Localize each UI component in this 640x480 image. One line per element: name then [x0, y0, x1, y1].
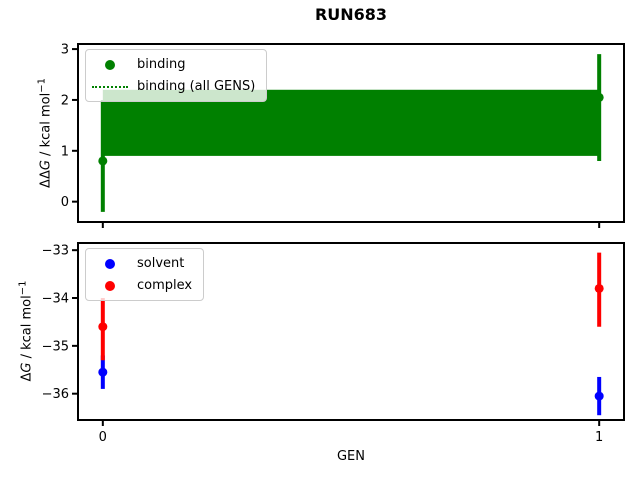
axes-spines [77, 242, 625, 421]
y-label-superscript: −1 [17, 280, 29, 296]
legend-item: binding [92, 54, 255, 75]
y-label-symbol: G [19, 362, 35, 373]
data-point-binding [594, 92, 604, 102]
legend-marker-icon [92, 258, 128, 269]
legend-label: binding (all GENS) [137, 79, 256, 94]
y-tick-label: 0 [61, 195, 69, 210]
marker-dot [105, 280, 115, 291]
legend-item: binding (all GENS) [92, 76, 255, 97]
legend-0: binding binding (all GENS) [85, 49, 268, 102]
y-tick-label: −33 [42, 244, 69, 259]
legend-marker-icon [92, 280, 128, 291]
legend-dotted-line-icon [92, 85, 128, 88]
data-point-complex [98, 322, 108, 332]
data-point-solvent [98, 367, 108, 377]
legend-marker-icon [92, 59, 128, 70]
figure-title: RUN683 [314, 5, 388, 24]
x-tick-label: 0 [99, 430, 107, 445]
y-label-delta: Δ [19, 372, 35, 382]
top-y-axis-label: ΔΔG / kcal mol−1 [36, 78, 53, 188]
data-point-complex [594, 283, 604, 293]
x-axis-label: GEN [336, 449, 365, 464]
y-tick-label: −36 [42, 387, 69, 402]
marker-dot [105, 258, 115, 269]
y-tick-label: −34 [42, 292, 69, 307]
y-label-symbol: G [38, 160, 54, 171]
legend-label: binding [137, 57, 186, 72]
y-tick-label: 3 [61, 43, 69, 58]
y-label-superscript: −1 [36, 78, 48, 93]
data-point-binding [98, 156, 108, 166]
dotted-line [92, 85, 128, 88]
x-tick-label: 1 [595, 430, 603, 445]
marker-dot [105, 59, 115, 70]
axes-spines [77, 43, 625, 223]
legend-label: complex [137, 278, 193, 293]
legend-item: complex [92, 275, 192, 296]
legend-label: solvent [137, 256, 185, 271]
bottom-y-axis-label: ΔG / kcal mol−1 [17, 281, 34, 382]
y-tick-label: −35 [42, 339, 69, 354]
y-label-delta: ΔΔ [38, 170, 54, 188]
legend-1: solvent complex [85, 248, 205, 301]
legend-item: solvent [92, 253, 192, 274]
y-label-unit: / kcal mol [19, 295, 35, 363]
y-label-unit: / kcal mol [38, 92, 54, 161]
data-point-solvent [594, 391, 604, 401]
y-tick-label: 2 [61, 93, 69, 108]
y-tick-label: 1 [61, 144, 69, 159]
